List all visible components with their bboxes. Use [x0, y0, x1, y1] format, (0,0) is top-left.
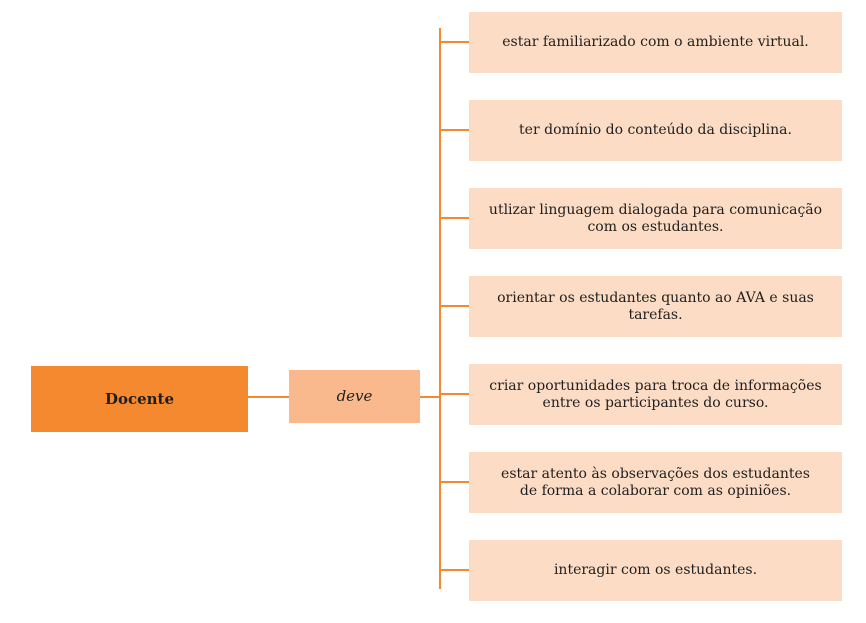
connector-line-root-verb — [248, 396, 289, 398]
verb-node: deve — [289, 370, 420, 423]
branch-line — [440, 129, 469, 131]
item-node: criar oportunidades para troca de inform… — [469, 364, 842, 425]
branch-line — [440, 41, 469, 43]
connector-line-verb-trunk — [420, 396, 441, 398]
item-node: utlizar linguagem dialogada para comunic… — [469, 188, 842, 249]
item-node: estar familiarizado com o ambiente virtu… — [469, 12, 842, 73]
item-node: estar atento às observações dos estudant… — [469, 452, 842, 513]
branch-line — [440, 217, 469, 219]
branch-line — [440, 305, 469, 307]
root-node: Docente — [31, 366, 248, 432]
item-node: ter domínio do conteúdo da disciplina. — [469, 100, 842, 161]
branch-line — [440, 393, 469, 395]
item-node: interagir com os estudantes. — [469, 540, 842, 601]
item-node: orientar os estudantes quanto ao AVA e s… — [469, 276, 842, 337]
branch-line — [440, 569, 469, 571]
branch-line — [440, 481, 469, 483]
trunk-line — [439, 28, 441, 589]
